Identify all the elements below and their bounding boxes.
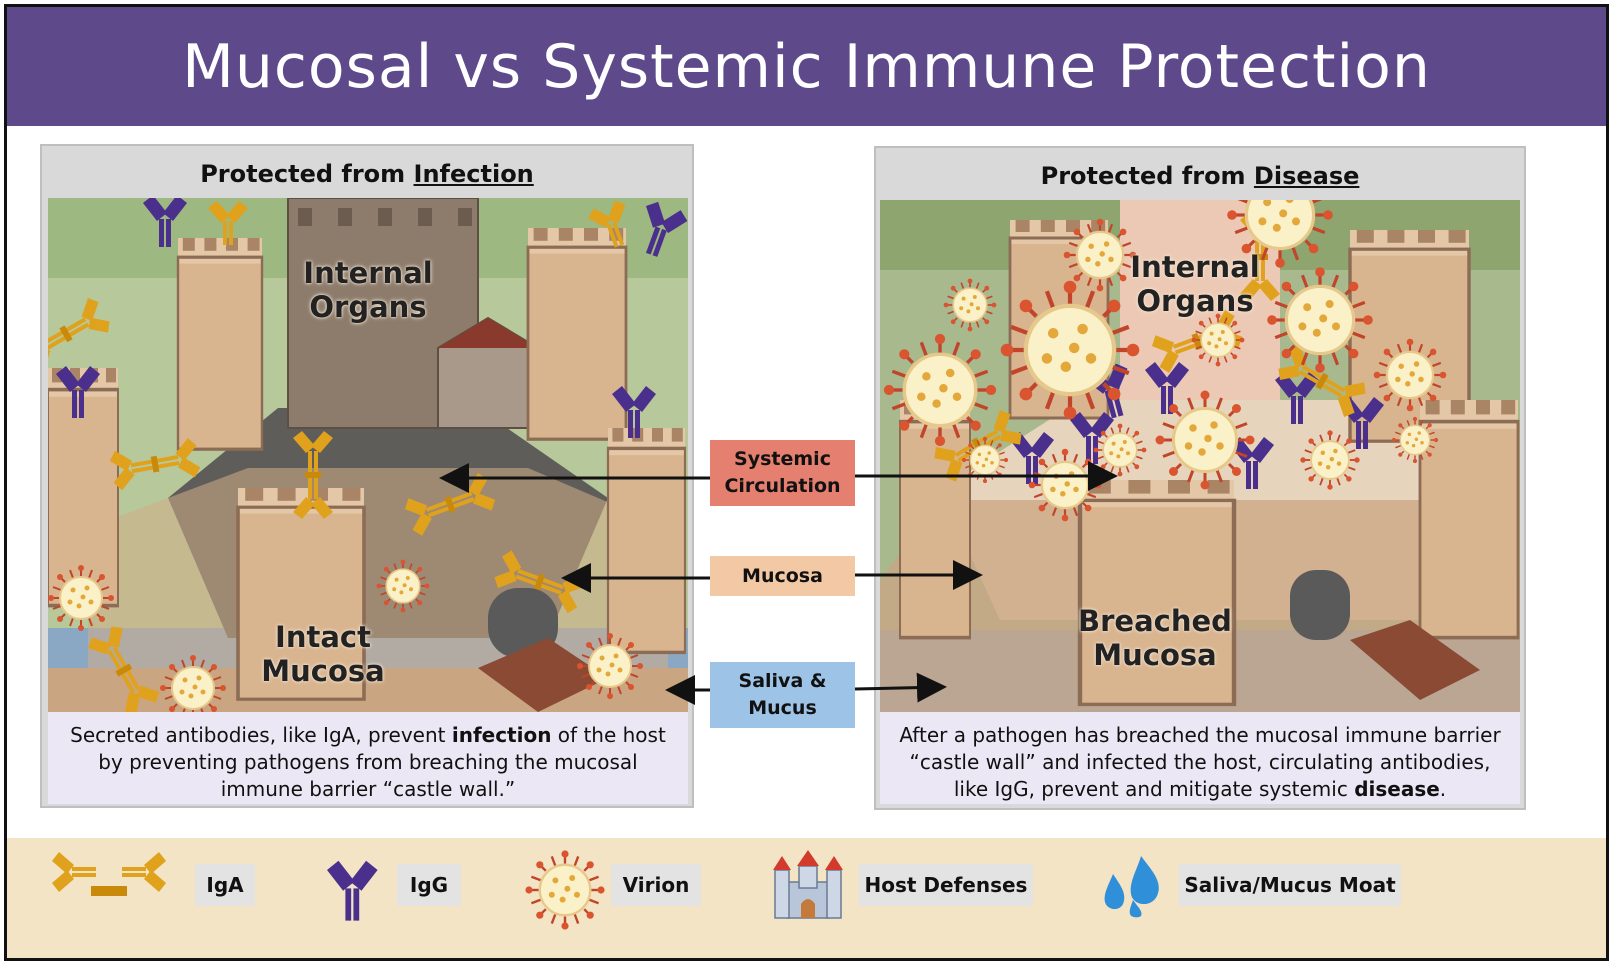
legend-virion-text: Virion	[622, 873, 690, 897]
saliva-line2: Mucus	[748, 697, 817, 719]
left-caption: Secreted antibodies, like IgA, prevent i…	[48, 712, 688, 804]
mucosa-box: Mucosa	[710, 556, 855, 596]
left-caption-text-1: Secreted antibodies, like IgA, prevent	[70, 723, 452, 747]
virion-icon	[525, 850, 605, 930]
legend-label-saliva-mucus-moat: Saliva/Mucus Moat	[1179, 864, 1401, 906]
legend-saliva-text: Saliva/Mucus Moat	[1184, 873, 1396, 897]
figure-title: Mucosal vs Systemic Immune Protection	[182, 31, 1431, 102]
left-title-prefix: Protected from	[200, 160, 406, 188]
left-organs-line1: Internal	[303, 256, 433, 290]
right-label-breached-mucosa: Breached Mucosa	[1070, 604, 1240, 672]
right-castle-scene: Internal Organs Breached Mucosa	[880, 200, 1520, 712]
left-title-emphasis: Infection	[413, 160, 534, 188]
right-title-emphasis: Disease	[1253, 162, 1360, 190]
igg-antibody-icon	[327, 860, 378, 921]
castle-icon	[773, 850, 843, 919]
left-castle-scene: Internal Organs Intact Mucosa	[48, 198, 688, 712]
right-label-internal-organs: Internal Organs	[1120, 250, 1270, 318]
iga-antibody-icon	[52, 852, 166, 896]
left-organs-line2: Organs	[309, 290, 427, 324]
legend-iga-text: IgA	[206, 873, 244, 897]
left-label-intact-mucosa: Intact Mucosa	[248, 620, 398, 688]
systemic-line2: Circulation	[724, 475, 841, 497]
legend-label-iga: IgA	[195, 864, 255, 906]
left-caption-bold: infection	[451, 723, 552, 747]
right-organs-line1: Internal	[1130, 250, 1260, 284]
right-title-prefix: Protected from	[1040, 162, 1246, 190]
left-panel-title: Protected from Infection	[42, 160, 692, 188]
left-castle-illustration	[48, 198, 688, 712]
title-banner: Mucosal vs Systemic Immune Protection	[4, 4, 1609, 126]
water-drops-icon	[1104, 856, 1159, 918]
left-mucosa-line1: Intact	[275, 620, 371, 654]
left-label-internal-organs: Internal Organs	[293, 256, 443, 324]
saliva-mucus-box: Saliva & Mucus	[710, 662, 855, 728]
legend: IgA IgG Virion Host Defenses Saliva/Mucu…	[4, 838, 1609, 961]
right-panel-title: Protected from Disease	[876, 162, 1524, 190]
right-mucosa-line1: Breached	[1078, 604, 1232, 638]
mucosa-box-label: Mucosa	[742, 564, 823, 587]
legend-label-igg: IgG	[397, 864, 461, 906]
left-caption-text-2: of the host by preventing pathogens from…	[98, 723, 666, 801]
legend-igg-text: IgG	[409, 873, 449, 897]
legend-label-host-defenses: Host Defenses	[859, 864, 1033, 906]
right-castle-illustration	[880, 200, 1520, 712]
right-organs-line2: Organs	[1136, 284, 1254, 318]
right-caption-text-1: After a pathogen has breached the mucosa…	[899, 723, 1501, 801]
right-caption: After a pathogen has breached the mucosa…	[880, 712, 1520, 804]
right-mucosa-line2: Mucosa	[1093, 638, 1217, 672]
systemic-line1: Systemic	[734, 448, 831, 470]
right-caption-text-2: .	[1439, 777, 1447, 801]
legend-host-defenses-text: Host Defenses	[864, 873, 1028, 897]
legend-label-virion: Virion	[611, 864, 701, 906]
right-caption-bold: disease	[1354, 777, 1440, 801]
systemic-circulation-box: Systemic Circulation	[710, 440, 855, 506]
left-mucosa-line2: Mucosa	[261, 654, 385, 688]
saliva-line1: Saliva &	[738, 670, 827, 692]
